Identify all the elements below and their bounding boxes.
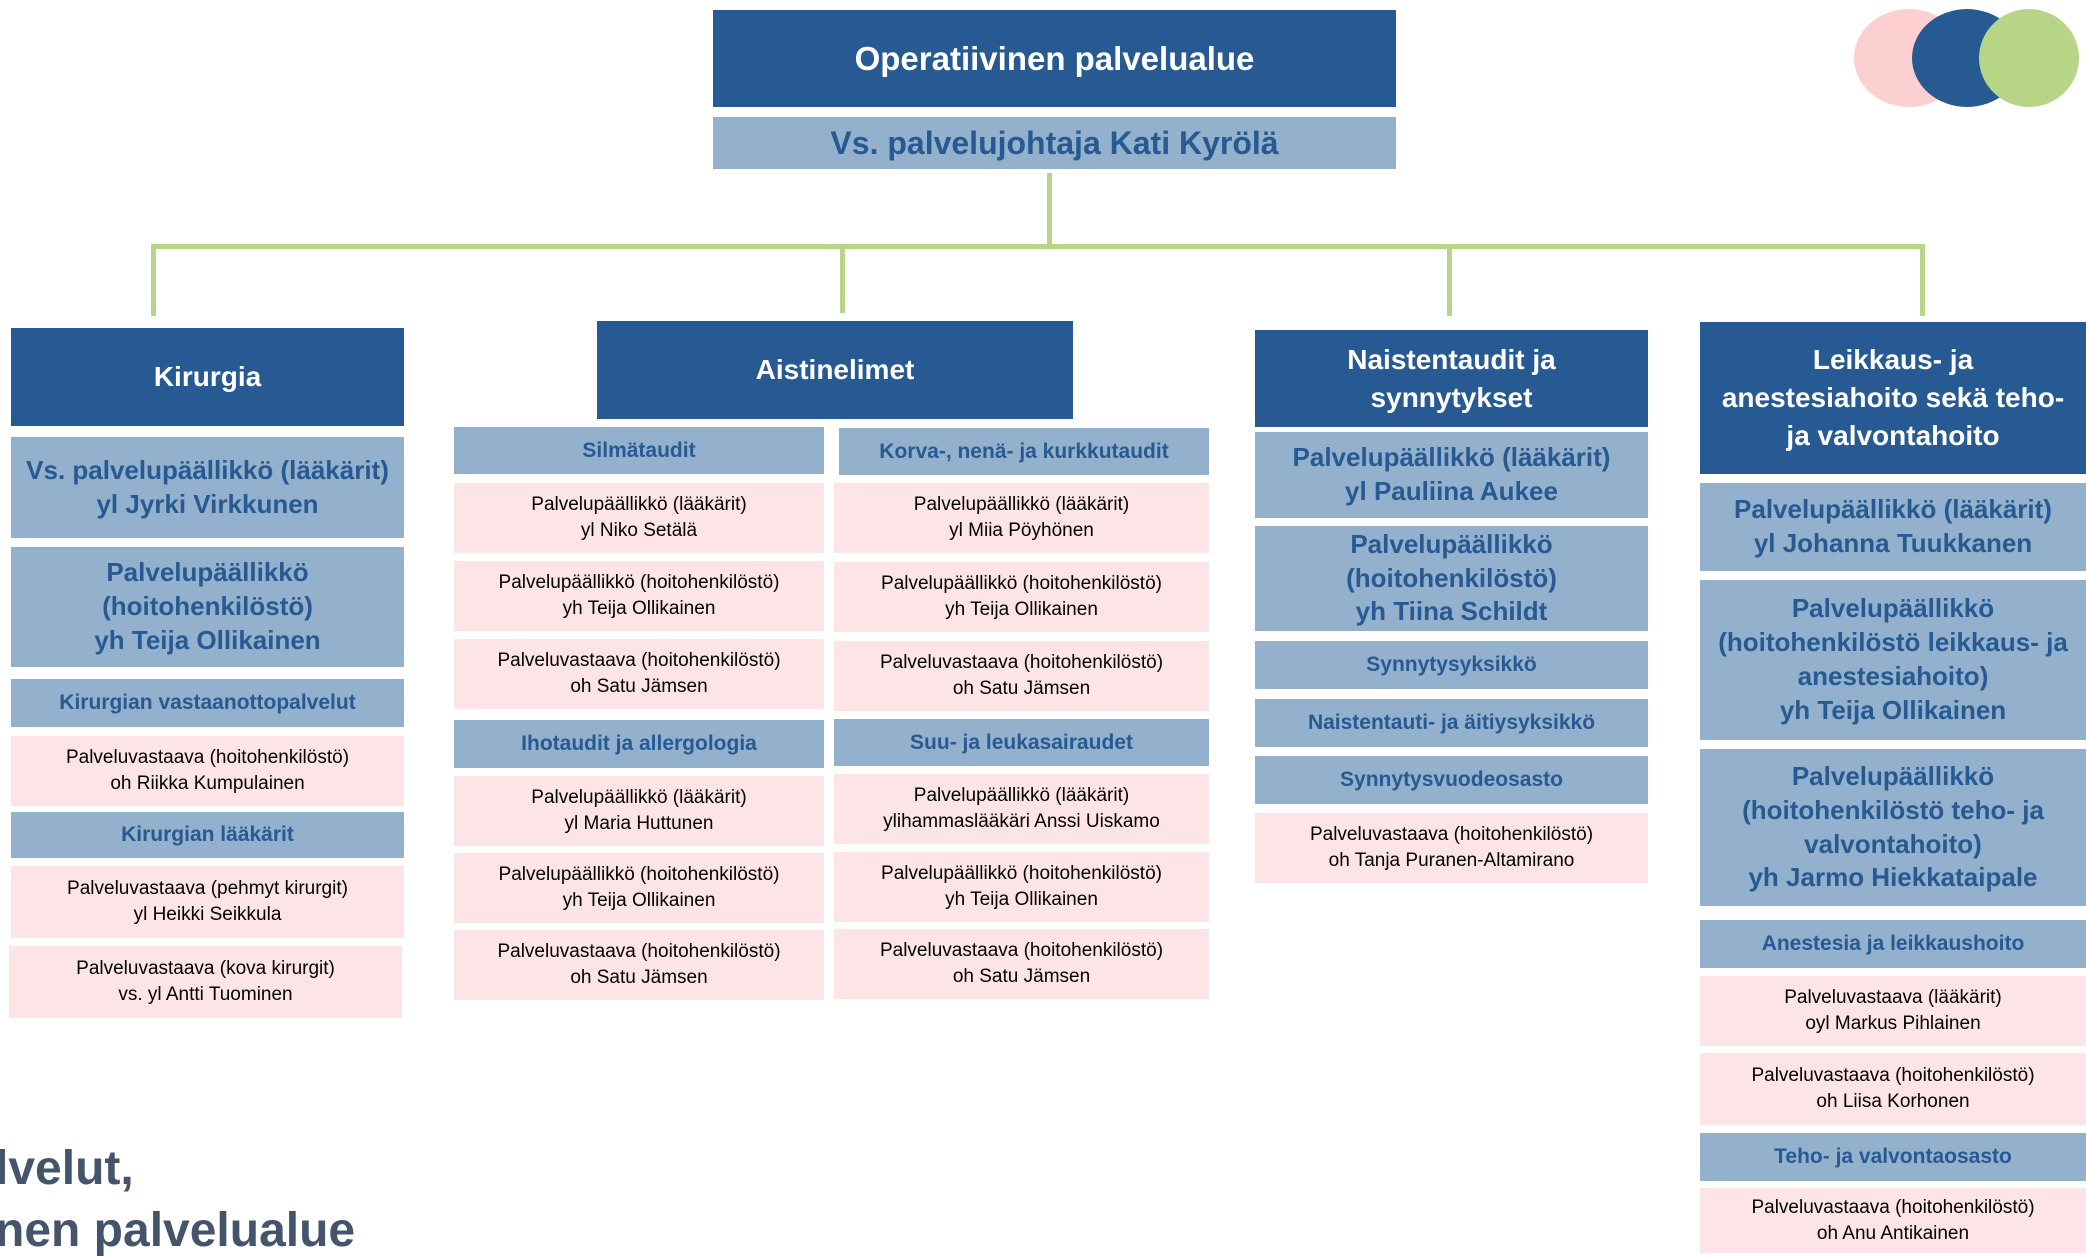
unit-teho-ja-valvontaosasto: Teho- ja valvontaosasto bbox=[1700, 1133, 2086, 1181]
connector-naistentaudit bbox=[1447, 244, 1452, 316]
column-title-leikkaus: Leikkaus- ja anestesiahoito sekä teho- j… bbox=[1700, 322, 2086, 474]
unit-synnytysvuodeosasto: Synnytysvuodeosasto bbox=[1255, 756, 1648, 804]
unit-naistentauti-ja-aitiysyksikko: Naistentauti- ja äitiysyksikkö bbox=[1255, 699, 1648, 747]
unit-anestesia-ja-leikkaushoito: Anestesia ja leikkaushoito bbox=[1700, 920, 2086, 968]
connector-leikkaus bbox=[1920, 244, 1925, 316]
service-director: Vs. palvelujohtaja Kati Kyrölä bbox=[713, 117, 1396, 169]
logo-green-circle bbox=[1979, 9, 2079, 107]
staff-card: Palveluvastaava (lääkärit) oyl Markus Pi… bbox=[1700, 976, 2086, 1046]
staff-card: Palvelupäällikkö (lääkärit) yl Niko Setä… bbox=[454, 483, 824, 553]
staff-card: Palvelupäällikkö (hoitohenkilöstö) yh Te… bbox=[834, 852, 1209, 922]
staff-card: Palvelupäällikkö (lääkärit) yl Miia Pöyh… bbox=[834, 483, 1209, 553]
leikkaus-lead-physicians: Palvelupäällikkö (lääkärit) yl Johanna T… bbox=[1700, 483, 2086, 571]
column-title-naistentaudit: Naistentaudit ja synnytykset bbox=[1255, 330, 1648, 427]
kirurgia-lead-physicians: Vs. palvelupäällikkö (lääkärit) yl Jyrki… bbox=[11, 437, 404, 538]
staff-card: Palveluvastaava (hoitohenkilöstö) oh Sat… bbox=[454, 930, 824, 1000]
staff-card: Palveluvastaava (hoitohenkilöstö) oh Lii… bbox=[1700, 1053, 2086, 1125]
logo bbox=[1854, 9, 2079, 107]
staff-card: Palveluvastaava (hoitohenkilöstö) oh Tan… bbox=[1255, 813, 1648, 883]
footer-line-1: lvelut, bbox=[0, 1142, 134, 1195]
connector-vertical-main bbox=[1047, 173, 1052, 248]
leikkaus-lead-nursing-anesthesia: Palvelupäällikkö (hoitohenkilöstö leikka… bbox=[1700, 580, 2086, 740]
column-title-kirurgia: Kirurgia bbox=[11, 328, 404, 426]
staff-card: Palvelupäällikkö (lääkärit) yl Maria Hut… bbox=[454, 776, 824, 846]
staff-card: Palvelupäällikkö (lääkärit) ylihammaslää… bbox=[834, 774, 1209, 844]
staff-card: Palveluvastaava (hoitohenkilöstö) oh Rii… bbox=[11, 736, 404, 806]
staff-card: Palvelupäällikkö (hoitohenkilöstö) yh Te… bbox=[454, 561, 824, 631]
connector-horizontal bbox=[151, 244, 1925, 249]
column-title-aistinelimet: Aistinelimet bbox=[597, 321, 1073, 419]
connector-kirurgia bbox=[151, 244, 156, 316]
naistentaudit-lead-physicians: Palvelupäällikkö (lääkärit) yl Pauliina … bbox=[1255, 432, 1648, 518]
unit-kirurgian-laakarit: Kirurgian lääkärit bbox=[11, 812, 404, 858]
staff-card: Palveluvastaava (hoitohenkilöstö) oh Sat… bbox=[454, 639, 824, 709]
footer-line-2: nen palvelualue bbox=[0, 1204, 356, 1257]
staff-card: Palvelupäällikkö (hoitohenkilöstö) yh Te… bbox=[834, 562, 1209, 632]
leikkaus-lead-nursing-intensive: Palvelupäällikkö (hoitohenkilöstö teho- … bbox=[1700, 749, 2086, 906]
connector-aistinelimet bbox=[840, 244, 845, 313]
staff-card: Palveluvastaava (hoitohenkilöstö) oh Sat… bbox=[834, 929, 1209, 999]
staff-card: Palveluvastaava (kova kirurgit) vs. yl A… bbox=[9, 946, 402, 1018]
naistentaudit-lead-nursing: Palvelupäällikkö (hoitohenkilöstö) yh Ti… bbox=[1255, 526, 1648, 631]
unit-silmataudit: Silmätaudit bbox=[454, 427, 824, 474]
kirurgia-lead-nursing: Palvelupäällikkö (hoitohenkilöstö) yh Te… bbox=[11, 547, 404, 667]
staff-card: Palveluvastaava (hoitohenkilöstö) oh Anu… bbox=[1700, 1188, 2086, 1253]
staff-card: Palvelupäällikkö (hoitohenkilöstö) yh Te… bbox=[454, 853, 824, 923]
service-area-title: Operatiivinen palvelualue bbox=[713, 10, 1396, 107]
unit-ihotaudit-ja-allergologia: Ihotaudit ja allergologia bbox=[454, 720, 824, 768]
unit-korva-nena-kurkkutaudit: Korva-, nenä- ja kurkkutaudit bbox=[839, 428, 1209, 475]
unit-suu-ja-leukasairaudet: Suu- ja leukasairaudet bbox=[834, 719, 1209, 766]
staff-card: Palveluvastaava (hoitohenkilöstö) oh Sat… bbox=[834, 641, 1209, 711]
unit-synnytysyksikko: Synnytysyksikkö bbox=[1255, 641, 1648, 689]
staff-card: Palveluvastaava (pehmyt kirurgit) yl Hei… bbox=[11, 866, 404, 938]
unit-kirurgian-vastaanottopalvelut: Kirurgian vastaanottopalvelut bbox=[11, 679, 404, 727]
